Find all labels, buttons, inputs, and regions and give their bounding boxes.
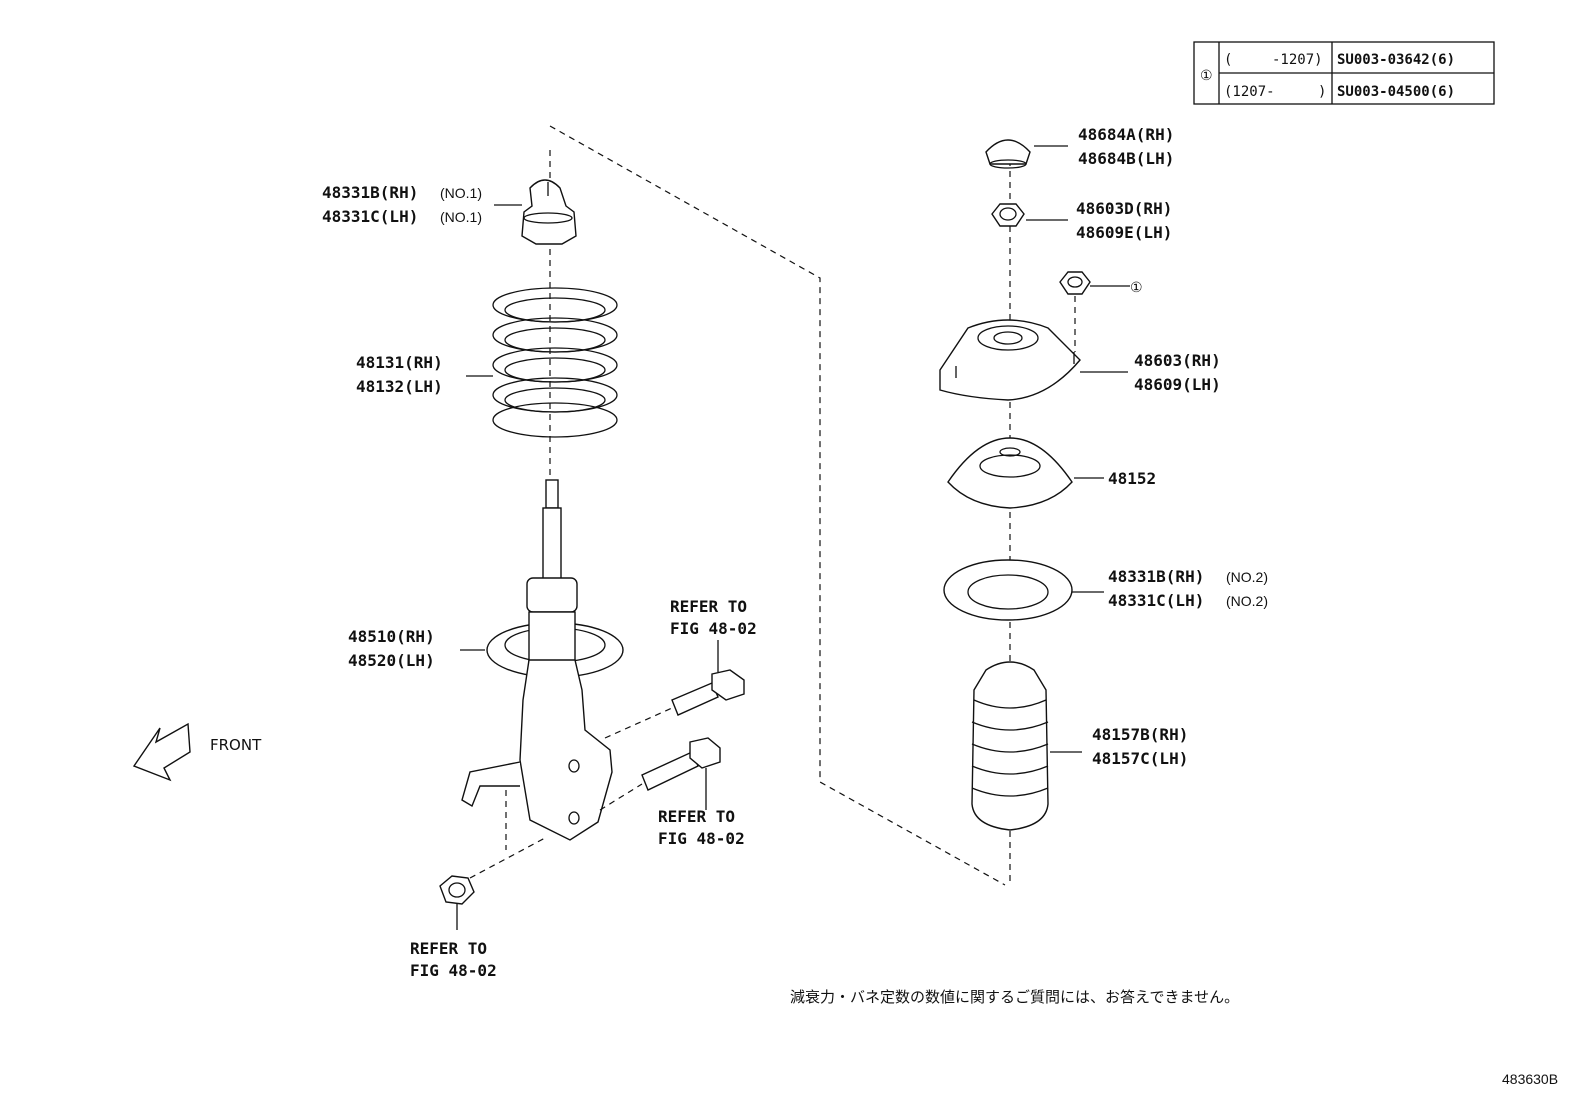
label-no2-note-lh: (NO.2) — [1226, 593, 1268, 609]
table-row1-open: ( — [1224, 52, 1232, 68]
disclaimer-note: 減衰力・バネ定数の数値に関するご質問には、お答えできません。 — [790, 988, 1239, 1006]
refer-label-1-line2: FIG 48-02 — [670, 619, 757, 638]
label-48152: 48152 — [1108, 469, 1156, 488]
label-48684b-lh: 48684B(LH) — [1078, 149, 1174, 168]
strut-part — [461, 479, 624, 841]
label-48331b-rh-no2: 48331B(RH) — [1108, 567, 1204, 586]
refer-label-3-line2: FIG 48-02 — [410, 961, 497, 980]
refer-label-3-line1: REFER TO — [410, 939, 487, 958]
bump-stopper-part — [521, 179, 577, 245]
front-label: FRONT — [210, 736, 262, 754]
table-row1-close: -1207) — [1272, 52, 1323, 68]
upper-spring-seat-part — [947, 437, 1073, 509]
refer-label-2-line1: REFER TO — [658, 807, 735, 826]
label-no1-note-lh: (NO.1) — [440, 209, 482, 225]
nut-part — [991, 203, 1025, 227]
lower-bolt-part — [641, 737, 721, 791]
label-48331b-rh-no1: 48331B(RH) — [322, 183, 418, 202]
figure-id: 483630B — [1502, 1071, 1558, 1087]
table-row2-open: (1207- — [1224, 84, 1275, 100]
label-48609e-lh: 48609E(LH) — [1076, 223, 1172, 242]
applicability-table: ① ( -1207) SU003-03642(6) (1207- ) SU003… — [1193, 41, 1495, 105]
label-48520-lh: 48520(LH) — [348, 651, 435, 670]
label-48510-rh: 48510(RH) — [348, 627, 435, 646]
label-48331c-lh-no2: 48331C(LH) — [1108, 591, 1204, 610]
mount-nut-part — [1059, 271, 1091, 295]
label-no2-note-rh: (NO.2) — [1226, 569, 1268, 585]
table-row1-part: SU003-03642(6) — [1337, 52, 1455, 68]
refer-label-2-line2: FIG 48-02 — [658, 829, 745, 848]
table-row2-close: ) — [1318, 84, 1326, 100]
label-48603-rh: 48603(RH) — [1134, 351, 1221, 370]
label-48132-lh: 48132(LH) — [356, 377, 443, 396]
assembly-bracket-line — [549, 125, 1006, 886]
table-marker: ① — [1200, 68, 1213, 84]
front-arrow-icon — [132, 722, 191, 782]
label-no1-note-rh: (NO.1) — [440, 185, 482, 201]
label-48684a-rh: 48684A(RH) — [1078, 125, 1174, 144]
bellows-boot-part — [971, 661, 1049, 831]
label-48603d-rh: 48603D(RH) — [1076, 199, 1172, 218]
label-48331c-lh-no1: 48331C(LH) — [322, 207, 418, 226]
label-48609-lh: 48609(LH) — [1134, 375, 1221, 394]
label-48157b-rh: 48157B(RH) — [1092, 725, 1188, 744]
spring-insulator-part — [943, 559, 1073, 621]
coil-spring-part — [492, 287, 618, 438]
nut-marker-label: ① — [1130, 279, 1143, 295]
upper-bolt-part — [671, 669, 745, 716]
refer-label-1-line1: REFER TO — [670, 597, 747, 616]
lower-nut-part — [439, 875, 475, 905]
table-row2-part: SU003-04500(6) — [1337, 84, 1455, 100]
label-48157c-lh: 48157C(LH) — [1092, 749, 1188, 768]
label-48131-rh: 48131(RH) — [356, 353, 443, 372]
cap-part — [985, 139, 1031, 169]
strut-mount-part — [939, 319, 1081, 401]
